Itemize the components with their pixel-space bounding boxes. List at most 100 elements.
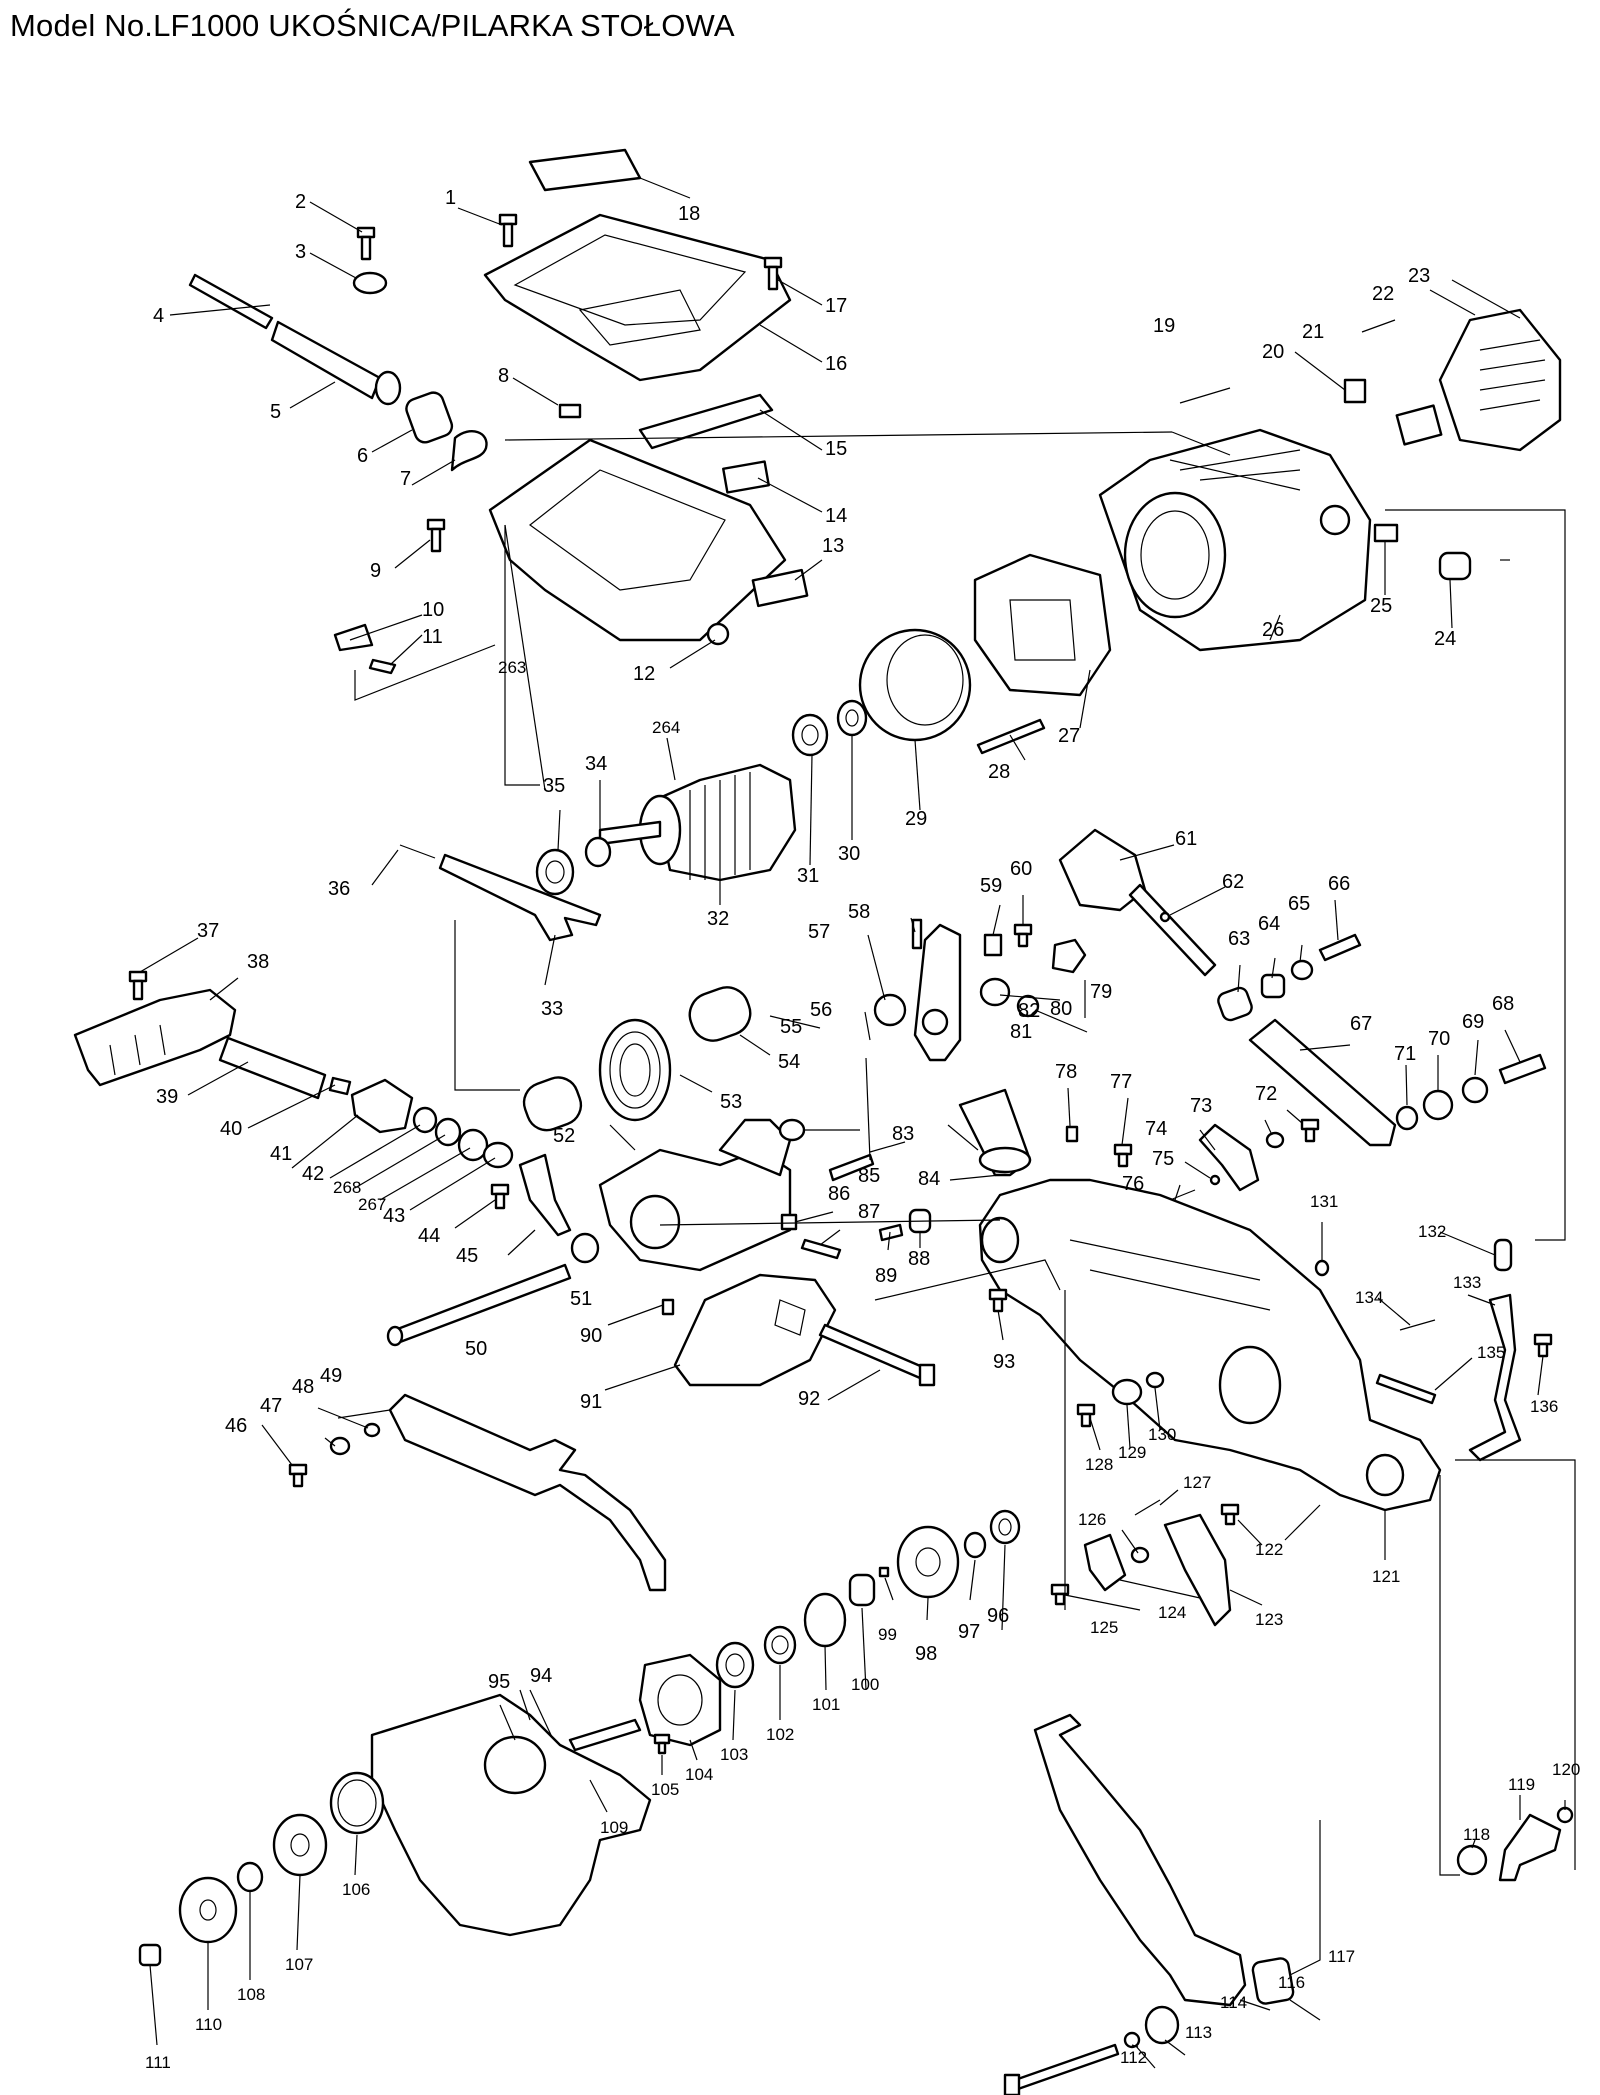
part-label-127: 127 (1183, 1473, 1211, 1492)
part-label-44: 44 (418, 1225, 440, 1247)
part-label-34: 34 (585, 753, 607, 775)
part-label-25: 25 (1370, 595, 1392, 617)
part-label-6: 6 (357, 445, 368, 467)
part-label-120: 120 (1552, 1760, 1580, 1779)
part-label-41: 41 (270, 1143, 292, 1165)
part-number-labels: 1 2 3 4 5 6 7 8 9 10 11 12 13 14 15 16 1… (145, 187, 1580, 2072)
part-label-124: 124 (1158, 1603, 1186, 1622)
part-label-83: 83 (892, 1123, 914, 1145)
part-label-58: 58 (848, 901, 870, 923)
part-label-8: 8 (498, 365, 509, 387)
part-label-95: 95 (488, 1671, 510, 1693)
part-label-108: 108 (237, 1985, 265, 2004)
part-label-123: 123 (1255, 1610, 1283, 1629)
part-label-13: 13 (822, 535, 844, 557)
part-label-82-visible: 82 (1018, 1000, 1040, 1022)
part-label-2: 2 (295, 191, 306, 213)
part-label-77: 77 (1110, 1071, 1132, 1093)
part-label-80: 80 (1050, 998, 1072, 1020)
part-label-71: 71 (1394, 1043, 1416, 1065)
part-label-42: 42 (302, 1163, 324, 1185)
part-label-35: 35 (543, 775, 565, 797)
part-label-66: 66 (1328, 873, 1350, 895)
part-label-69: 69 (1462, 1011, 1484, 1033)
part-label-56: 56 (810, 999, 832, 1021)
part-label-110: 110 (195, 2015, 222, 2034)
part-label-37: 37 (197, 920, 219, 942)
part-label-264: 264 (652, 718, 680, 737)
part-label-47: 47 (260, 1395, 282, 1417)
part-label-94: 94 (530, 1665, 552, 1687)
part-label-75: 75 (1152, 1148, 1174, 1170)
part-label-116: 116 (1278, 1973, 1305, 1992)
part-label-10: 10 (422, 599, 444, 621)
part-label-18: 18 (678, 203, 700, 225)
part-label-45: 45 (456, 1245, 478, 1267)
part-label-70: 70 (1428, 1028, 1450, 1050)
part-label-51: 51 (570, 1288, 592, 1310)
part-label-52: 52 (553, 1125, 575, 1147)
part-label-30: 30 (838, 843, 860, 865)
part-label-60: 60 (1010, 858, 1032, 880)
part-label-31: 31 (797, 865, 819, 887)
part-label-24: 24 (1434, 628, 1456, 650)
part-label-57: 57 (808, 921, 830, 943)
part-label-134: 134 (1355, 1288, 1383, 1307)
part-label-85: 85 (858, 1165, 880, 1187)
part-label-119: 119 (1508, 1775, 1535, 1794)
part-label-22: 22 (1372, 283, 1394, 305)
leader-lines (354, 431, 1576, 1976)
part-label-79: 79 (1090, 981, 1112, 1003)
part-label-268: 268 (333, 1178, 361, 1197)
part-label-53: 53 (720, 1091, 742, 1113)
part-label-7: 7 (400, 468, 411, 490)
part-label-84: 84 (918, 1168, 940, 1190)
part-label-101: 101 (812, 1695, 840, 1714)
part-label-76: 76 (1122, 1173, 1144, 1195)
part-label-26: 26 (1262, 619, 1284, 641)
part-label-98: 98 (915, 1643, 937, 1665)
part-label-46: 46 (225, 1415, 247, 1437)
part-label-28: 28 (988, 761, 1010, 783)
part-label-125: 125 (1090, 1618, 1118, 1637)
part-label-72: 72 (1255, 1083, 1277, 1105)
part-label-114: 114 (1220, 1993, 1247, 2012)
part-label-130: 130 (1148, 1425, 1176, 1444)
part-label-128: 128 (1085, 1455, 1113, 1474)
part-label-263: 263 (498, 658, 526, 677)
part-label-92: 92 (798, 1388, 820, 1410)
part-label-67: 67 (1350, 1013, 1372, 1035)
part-label-15: 15 (825, 438, 847, 460)
part-label-38: 38 (247, 951, 269, 973)
part-label-129: 129 (1118, 1443, 1146, 1462)
part-label-122: 122 (1255, 1540, 1283, 1559)
part-label-43: 43 (383, 1205, 405, 1227)
part-label-102: 102 (766, 1725, 794, 1744)
part-label-40: 40 (220, 1118, 242, 1140)
part-label-135: 135 (1477, 1343, 1505, 1362)
part-label-118: 118 (1463, 1825, 1490, 1844)
part-label-29: 29 (905, 808, 927, 830)
part-label-133: 133 (1453, 1273, 1481, 1292)
part-label-27: 27 (1058, 725, 1080, 747)
part-label-91: 91 (580, 1391, 602, 1413)
part-label-86: 86 (828, 1183, 850, 1205)
part-label-121: 121 (1372, 1567, 1400, 1586)
part-label-11: 11 (422, 626, 443, 648)
part-label-3: 3 (295, 241, 306, 263)
part-label-16: 16 (825, 353, 847, 375)
part-label-105: 105 (651, 1780, 679, 1799)
part-label-104: 104 (685, 1765, 713, 1784)
part-label-93: 93 (993, 1351, 1015, 1373)
part-label-32: 32 (707, 908, 729, 930)
part-label-103: 103 (720, 1745, 748, 1764)
part-label-90: 90 (580, 1325, 602, 1347)
part-label-89: 89 (875, 1265, 897, 1287)
part-label-136: 136 (1530, 1397, 1558, 1416)
part-label-87: 87 (858, 1201, 880, 1223)
part-label-4: 4 (153, 305, 164, 327)
part-label-73: 73 (1190, 1095, 1212, 1117)
part-label-109: 109 (600, 1818, 628, 1837)
part-label-78: 78 (1055, 1061, 1077, 1083)
